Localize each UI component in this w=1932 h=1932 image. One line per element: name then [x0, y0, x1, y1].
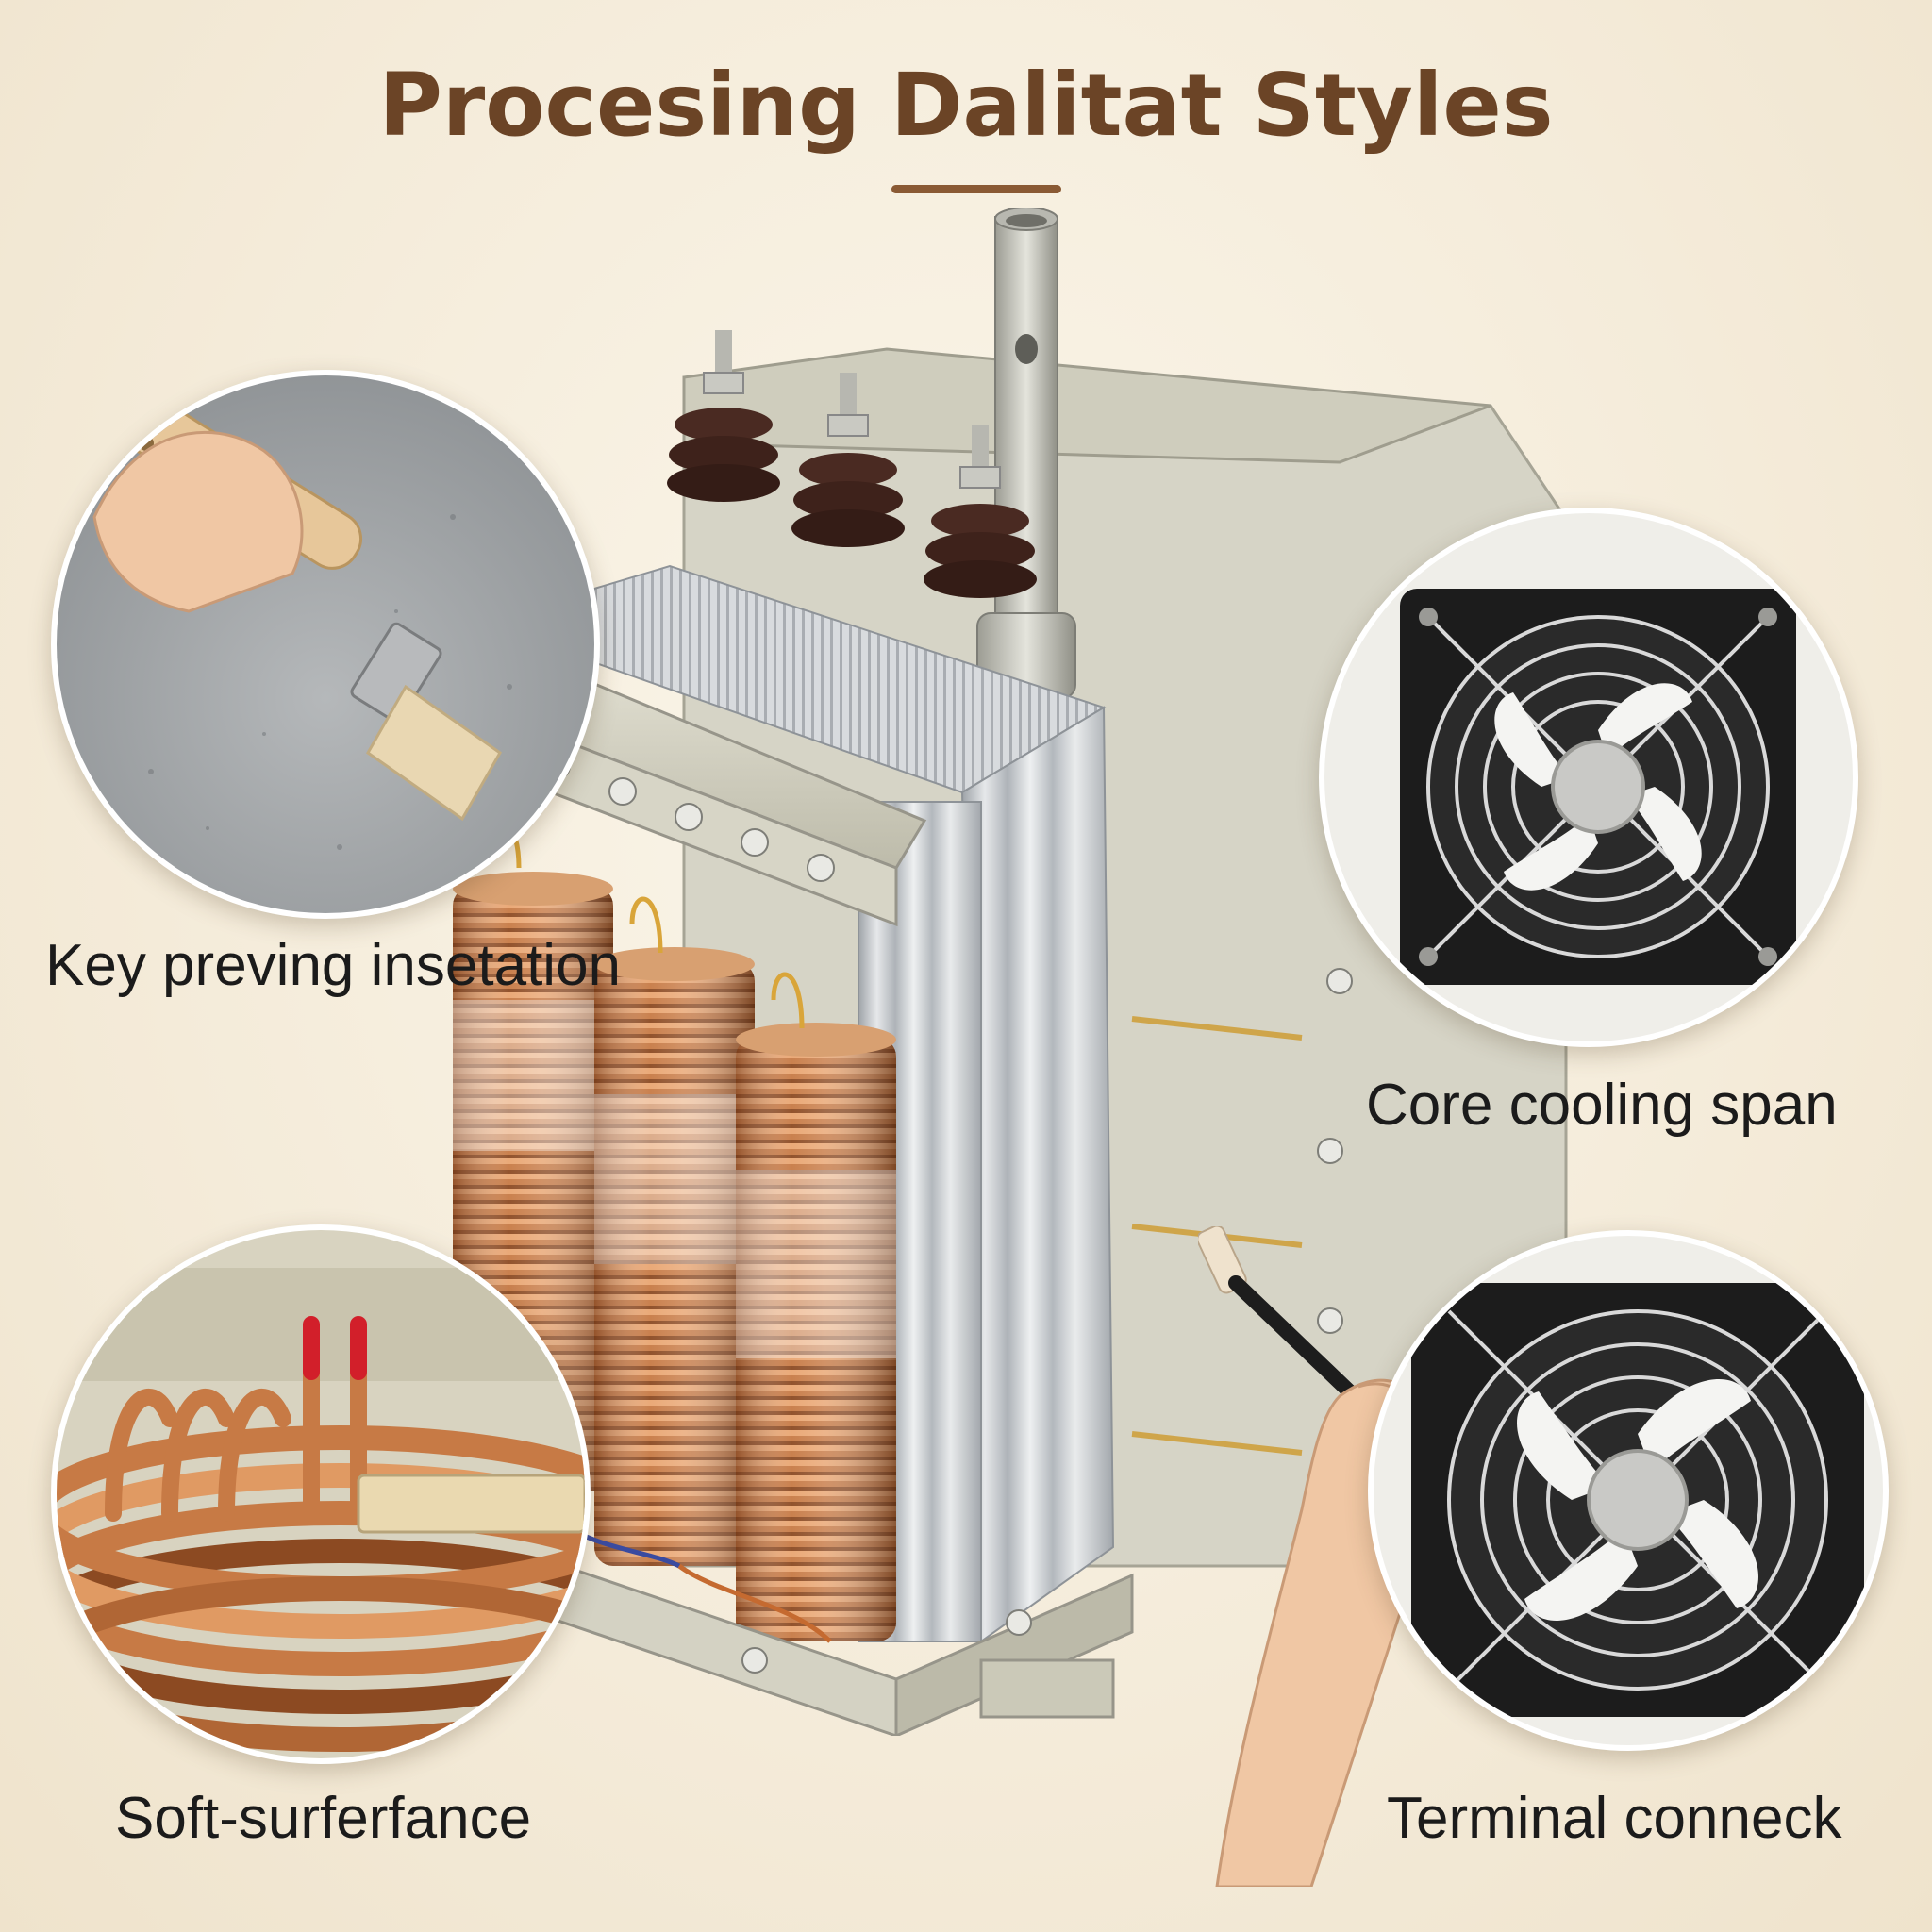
title-underline	[891, 185, 1061, 193]
bushing-2	[791, 373, 905, 547]
detail-circle-brush	[51, 370, 600, 919]
caption-bottom-left: Soft-surferfance	[115, 1786, 532, 1851]
bushing-3	[924, 425, 1037, 598]
cooling-fan-icon	[1400, 589, 1796, 985]
caption-mid-right: Core cooling span	[1366, 1073, 1838, 1138]
bushing-1	[667, 330, 780, 502]
copper-coil-2	[594, 947, 755, 1566]
caption-bottom-right: Terminal conneck	[1387, 1786, 1842, 1851]
detail-circle-fan-upper	[1319, 508, 1858, 1047]
caption-top-left: Key preving insetation	[45, 933, 622, 998]
copper-coil-icon	[57, 1316, 585, 1752]
detail-circle-fan-lower	[1368, 1230, 1889, 1751]
cooling-fan-icon	[1411, 1283, 1864, 1717]
detail-circle-coil	[51, 1224, 591, 1764]
copper-coil-3	[736, 1023, 896, 1641]
page-title: Procesing Dalitat Styles	[378, 55, 1554, 156]
